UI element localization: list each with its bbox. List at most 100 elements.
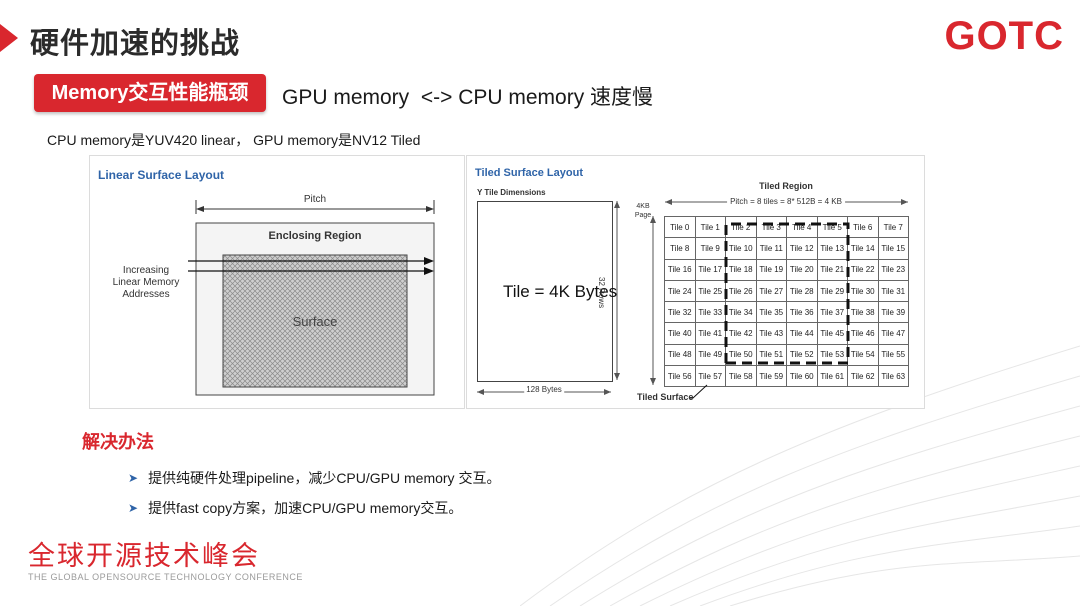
solution-heading: 解决办法 — [82, 432, 154, 452]
tile-cell: Tile 32 — [665, 302, 696, 324]
slide-title: 硬件加速的挑战 — [30, 28, 241, 60]
tile-cell: Tile 28 — [787, 280, 818, 303]
tile-bytes-label: 128 Bytes — [524, 385, 564, 394]
solution-item-text: 提供纯硬件处理pipeline，减少CPU/GPU memory 交互。 — [148, 470, 501, 486]
solution-item-text: 提供fast copy方案，加速CPU/GPU memory交互。 — [148, 500, 463, 516]
tile-cell: Tile 39 — [878, 302, 909, 324]
title-marker — [0, 24, 18, 52]
address-label-line-2: Linear Memory — [112, 277, 180, 288]
background-wave-lines — [520, 345, 1080, 606]
address-label-line-3: Addresses — [122, 289, 170, 300]
address-label-line-1: Increasing — [122, 265, 170, 276]
bottleneck-tag: Memory交互性能瓶颈 — [34, 74, 266, 112]
tile-cell: Tile 21 — [817, 259, 848, 281]
tile-cell: Tile 15 — [878, 238, 909, 260]
tile-cell: Tile 10 — [726, 238, 757, 260]
tile-cell: Tile 1 — [695, 217, 726, 239]
tile-cell: Tile 24 — [665, 280, 696, 303]
gotc-logo: GOTC — [944, 14, 1064, 58]
tile-cell: Tile 49 — [695, 344, 726, 367]
tile-cell: Tile 52 — [787, 344, 818, 367]
tile-cell: Tile 30 — [848, 280, 879, 303]
tile-cell: Tile 29 — [817, 280, 848, 303]
tile-cell: Tile 47 — [878, 323, 909, 345]
tile-cell: Tile 48 — [665, 344, 696, 367]
tile-cell: Tile 7 — [878, 217, 909, 239]
tile-cell: Tile 46 — [848, 323, 879, 345]
tile-cell: Tile 62 — [848, 366, 879, 388]
tile-cell: Tile 23 — [878, 259, 909, 281]
tile-cell: Tile 11 — [756, 238, 787, 260]
tile-cell: Tile 40 — [665, 323, 696, 345]
tile-cell: Tile 60 — [787, 366, 818, 388]
tile-cell: Tile 9 — [695, 238, 726, 260]
tile-cell: Tile 2 — [726, 217, 757, 239]
tile-size-label: Tile = 4K Bytes — [503, 282, 618, 301]
tile-cell: Tile 34 — [726, 302, 757, 324]
tile-cell: Tile 59 — [756, 366, 787, 388]
linear-pitch-label: Pitch — [303, 194, 327, 205]
headline: GPU memory <-> CPU memory 速度慢 — [282, 86, 654, 109]
page-label-line-1: 4KB — [636, 203, 650, 210]
tile-cell: Tile 12 — [787, 238, 818, 260]
tile-cell: Tile 36 — [787, 302, 818, 324]
tile-cell: Tile 37 — [817, 302, 848, 324]
tile-cell: Tile 35 — [756, 302, 787, 324]
subline: CPU memory是YUV420 linear， GPU memory是NV1… — [47, 132, 421, 148]
tile-cell: Tile 42 — [726, 323, 757, 345]
solution-list: ➤ 提供纯硬件处理pipeline，减少CPU/GPU memory 交互。 ➤… — [128, 463, 500, 523]
tile-cell: Tile 8 — [665, 238, 696, 260]
tile-cell: Tile 26 — [726, 280, 757, 303]
linear-layout-title: Linear Surface Layout — [98, 168, 225, 182]
tiled-surface-label: Tiled Surface — [637, 392, 694, 402]
tile-cell: Tile 16 — [665, 259, 696, 281]
tile-cell: Tile 61 — [817, 366, 848, 388]
tile-cell: Tile 45 — [817, 323, 848, 345]
tile-cell: Tile 51 — [756, 344, 787, 367]
tile-cell: Tile 56 — [665, 366, 696, 388]
tiled-pitch-label: Pitch = 8 tiles = 8* 512B = 4 KB — [727, 197, 845, 206]
tile-cell: Tile 38 — [848, 302, 879, 324]
tile-cell: Tile 13 — [817, 238, 848, 260]
tile-cell: Tile 55 — [878, 344, 909, 367]
bullet-arrow-icon: ➤ — [128, 501, 139, 515]
tile-cell: Tile 54 — [848, 344, 879, 367]
tile-cell: Tile 57 — [695, 366, 726, 388]
tile-cell: Tile 27 — [756, 280, 787, 303]
tiled-layout-title: Tiled Surface Layout — [475, 167, 583, 179]
enclosing-region-label: Enclosing Region — [268, 230, 362, 242]
bullet-arrow-icon: ➤ — [128, 471, 139, 485]
tile-cell: Tile 22 — [848, 259, 879, 281]
solution-item: ➤ 提供纯硬件处理pipeline，减少CPU/GPU memory 交互。 — [128, 463, 500, 493]
surface-label: Surface — [292, 314, 338, 329]
tile-cell: Tile 25 — [695, 280, 726, 303]
tile-cell: Tile 63 — [878, 366, 909, 388]
memory-layout-figure: Linear Surface Layout — [89, 155, 925, 409]
tiled-layout-panel: Tiled Surface Layout Y Tile Dimensions T… — [466, 155, 925, 409]
page-label-line-2: Page — [634, 212, 652, 219]
tile-cell: Tile 20 — [787, 259, 818, 281]
tile-cell: Tile 43 — [756, 323, 787, 345]
tile-cell: Tile 33 — [695, 302, 726, 324]
conference-name-en: THE GLOBAL OPENSOURCE TECHNOLOGY CONFERE… — [28, 572, 303, 582]
tile-cell: Tile 50 — [726, 344, 757, 367]
tile-cell: Tile 17 — [695, 259, 726, 281]
tile-cell: Tile 19 — [756, 259, 787, 281]
conference-name-cn: 全球开源技术峰会 — [28, 541, 260, 571]
tile-rows-label: 32 Rows — [597, 277, 606, 309]
tile-cell: Tile 31 — [878, 280, 909, 303]
tile-cell: Tile 58 — [726, 366, 757, 388]
tile-cell: Tile 41 — [695, 323, 726, 345]
single-tile-box — [477, 201, 613, 382]
tile-cell: Tile 4 — [787, 217, 818, 239]
solution-item: ➤ 提供fast copy方案，加速CPU/GPU memory交互。 — [128, 493, 500, 523]
y-tile-dimensions-label: Y Tile Dimensions — [477, 188, 546, 197]
tile-cell: Tile 6 — [848, 217, 879, 239]
tile-cell: Tile 5 — [817, 217, 848, 239]
tiled-region-label: Tiled Region — [759, 181, 813, 191]
tile-cell: Tile 18 — [726, 259, 757, 281]
tile-cell: Tile 44 — [787, 323, 818, 345]
tile-cell: Tile 53 — [817, 344, 848, 367]
